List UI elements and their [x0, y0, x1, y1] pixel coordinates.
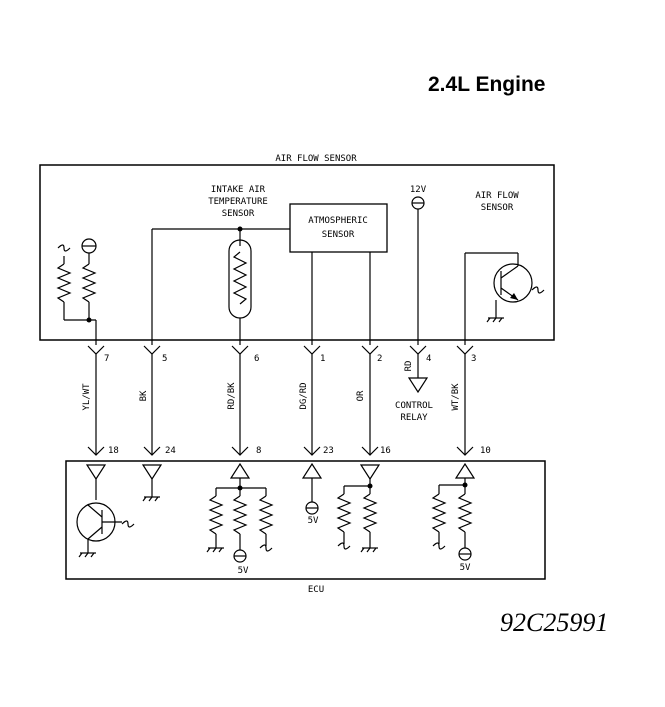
control-relay-label-1: CONTROL	[395, 401, 433, 411]
sensor-connector	[87, 345, 474, 355]
ecu-pin-8-network	[206, 478, 274, 563]
iat-label-line-2: TEMPERATURE	[208, 197, 268, 207]
air-flow-sensor-transistor	[464, 252, 545, 345]
ecu-pin-16: 16	[380, 446, 391, 456]
air-flow-sensor-title: AIR FLOW SENSOR	[275, 154, 357, 164]
junction-dot	[237, 226, 243, 232]
intake-air-temperature-sensor	[228, 229, 252, 345]
ecu-pin-24: 24	[165, 446, 176, 456]
ecu-supply-5v-b: 5V	[308, 516, 319, 526]
sensor-pin-4: 4	[426, 354, 431, 364]
wire-color-label: YL/WT	[82, 383, 92, 411]
ecu-pin-8: 8	[256, 446, 261, 456]
afs-left-circuit	[56, 238, 97, 345]
ecu-pin-23-network	[305, 478, 319, 515]
ecu-pin-10-network	[431, 478, 473, 561]
air-flow-sensor-box	[39, 164, 555, 341]
control-relay-symbol	[407, 377, 429, 394]
junction-dot	[462, 482, 468, 488]
junction-dot	[367, 483, 373, 489]
sensor-pin-2: 2	[377, 354, 382, 364]
ecu-supply-5v-a: 5V	[238, 566, 249, 576]
ecu-supply-5v-c: 5V	[460, 563, 471, 573]
wire-color-label: RD/BK	[227, 382, 237, 410]
ecu-connector	[87, 446, 474, 456]
wire-color-label: DG/RD	[299, 382, 309, 409]
atmospheric-sensor-label-2: SENSOR	[322, 230, 355, 240]
ecu-input-symbols	[85, 462, 476, 502]
ecu-box	[65, 460, 546, 580]
figure-id: 92C25991	[500, 608, 608, 637]
wire-color-label: WT/BK	[451, 383, 461, 411]
atmospheric-sensor	[289, 203, 388, 253]
ecu-pin-16-network	[336, 479, 378, 553]
atmospheric-sensor-leads	[311, 252, 371, 345]
sensor-pin-1: 1	[320, 354, 325, 364]
ecu-pin-10: 10	[480, 446, 491, 456]
afs-label-line-1: AIR FLOW	[475, 191, 519, 201]
wire-color-label: RD	[404, 361, 414, 372]
harness-wires	[95, 354, 466, 455]
sensor-pin-6: 6	[254, 354, 259, 364]
supply-12v-label: 12V	[410, 185, 427, 195]
wire-color-label: BK	[139, 390, 149, 401]
junction-dot	[237, 485, 243, 491]
iat-label-line-1: INTAKE AIR	[211, 185, 266, 195]
engine-title: 2.4L Engine	[428, 73, 545, 96]
atmospheric-sensor-label-1: ATMOSPHERIC	[308, 216, 368, 226]
supply-12v-symbol	[411, 196, 425, 345]
iat-label-line-3: SENSOR	[222, 209, 255, 219]
sensor-pin-7: 7	[104, 354, 109, 364]
afs-label-line-2: SENSOR	[481, 203, 514, 213]
sensor-pin-3: 3	[471, 354, 476, 364]
control-relay-label-2: RELAY	[400, 413, 428, 423]
ecu-pin-23: 23	[323, 446, 334, 456]
ecu-title: ECU	[308, 585, 324, 595]
ecu-pin-18: 18	[108, 446, 119, 456]
ecu-transistor	[76, 479, 135, 558]
sensor-pin-5: 5	[162, 354, 167, 364]
afs-ground-circuit	[151, 228, 290, 345]
junction-dot	[86, 317, 92, 323]
wire-color-label: OR	[356, 390, 366, 401]
transistor-emitter-arrow	[510, 293, 518, 300]
